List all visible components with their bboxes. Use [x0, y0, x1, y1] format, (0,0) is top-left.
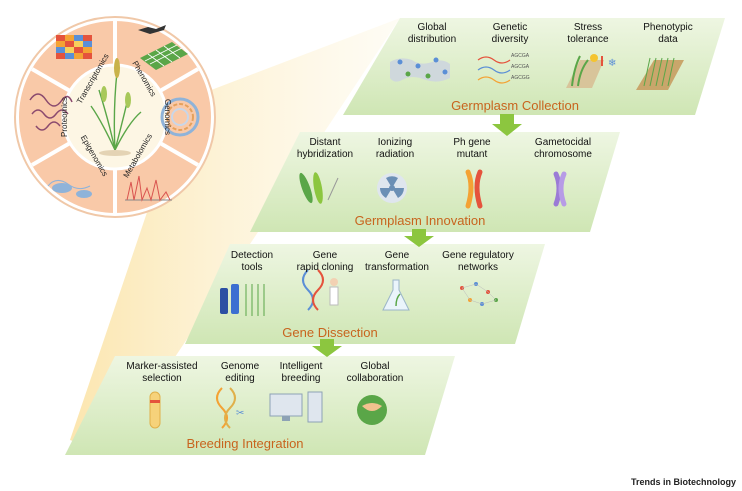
projection-cone [70, 18, 400, 455]
label-line: Gene [384, 250, 410, 261]
dna-sequence-3: AGCGG [511, 75, 530, 81]
label-line: selection [142, 373, 182, 384]
radiation-icon [377, 173, 407, 203]
label-line: rapid cloning [296, 262, 354, 273]
label-line: Genome [220, 361, 260, 372]
label-line: Gene regulatory [442, 250, 514, 261]
gametocidal-chromosome-icon [553, 171, 567, 207]
label-line: chromosome [534, 149, 592, 160]
arrow-innovation-to-dissection [404, 229, 434, 247]
stage-title-gene-dissection: Gene Dissection [282, 325, 378, 340]
world-map-icon [390, 57, 450, 82]
omics-wheel: Transcriptomics Phenomics Genomics Metab… [14, 16, 216, 218]
arrow-dissection-to-integration [312, 339, 342, 357]
stage-title-germplasm-collection: Germplasm Collection [451, 98, 579, 113]
label-line: Marker-assisted [126, 361, 198, 372]
spectrum-icon [125, 175, 172, 202]
label-line: radiation [375, 149, 415, 160]
label-line: collaboration [346, 373, 404, 384]
label-line: Distant [309, 137, 341, 148]
journal-credit: Trends in Biotechnology [630, 477, 736, 487]
heatmap-icon [56, 35, 92, 59]
stress-tolerance-icon: ❄ [566, 54, 616, 88]
label-line: Phenotypic [643, 22, 693, 33]
label-line: tools [241, 262, 263, 273]
scissors-icon: ✂ [236, 408, 244, 419]
band-breeding-integration [65, 356, 455, 455]
phenotypic-field-icon [636, 57, 684, 90]
label-line: Genetic [492, 22, 528, 33]
genome-circos-icon [160, 97, 200, 137]
gene-cloning-icon [302, 269, 339, 311]
band-gene-dissection [185, 244, 545, 344]
label-line: Ph gene [453, 137, 491, 148]
hybridization-icon [299, 172, 339, 204]
omic-label-genomics: Genomics [163, 99, 172, 135]
protein-structure-icon [29, 93, 73, 131]
genome-editing-icon: ✂ [216, 387, 244, 429]
dna-diversity-icon: AGCGA AGCGA AGCGG [477, 53, 530, 84]
label-line: mutant [456, 149, 488, 160]
band-germplasm-collection [343, 18, 725, 115]
label-line: Ionizing [377, 137, 413, 148]
dna-sequence-1: AGCGA [511, 53, 530, 59]
stage-title-germplasm-innovation: Germplasm Innovation [354, 213, 486, 228]
label-line: tolerance [567, 34, 609, 45]
label-line: hybridization [296, 149, 354, 160]
label-line: Intelligent [279, 361, 323, 372]
detection-tools-icon [220, 284, 265, 316]
label-line: breeding [281, 373, 321, 384]
stage-title-breeding-integration: Breeding Integration [186, 436, 304, 451]
label-line: Detection [230, 250, 274, 261]
global-collaboration-icon [357, 395, 387, 425]
label-line: networks [457, 262, 498, 273]
band-germplasm-innovation [250, 132, 620, 232]
omic-label-proteomics: Proteomics [60, 97, 69, 137]
label-line: distribution [407, 34, 457, 45]
gene-network-icon [460, 282, 498, 306]
label-line: Stress [573, 22, 603, 33]
label-line: transformation [365, 262, 429, 273]
label-line: Gene [312, 250, 338, 261]
dna-sequence-2: AGCGA [511, 64, 530, 70]
chromosome-marker-icon [149, 391, 161, 429]
label-line: Global [417, 22, 447, 33]
label-line: editing [225, 373, 255, 384]
arrow-collection-to-innovation [492, 114, 522, 136]
label-line: diversity [491, 34, 529, 45]
flask-icon [382, 279, 410, 311]
epigenome-icon [47, 180, 92, 198]
chromosome-ph-icon [465, 169, 483, 209]
computer-server-icon [269, 391, 323, 423]
wheat-plant-icon [90, 58, 142, 156]
snowflake-icon: ❄ [608, 58, 616, 69]
label-line: data [658, 34, 678, 45]
label-line: Gametocidal [534, 137, 592, 148]
drone-field-icon [138, 25, 188, 70]
label-line: Global [360, 361, 390, 372]
